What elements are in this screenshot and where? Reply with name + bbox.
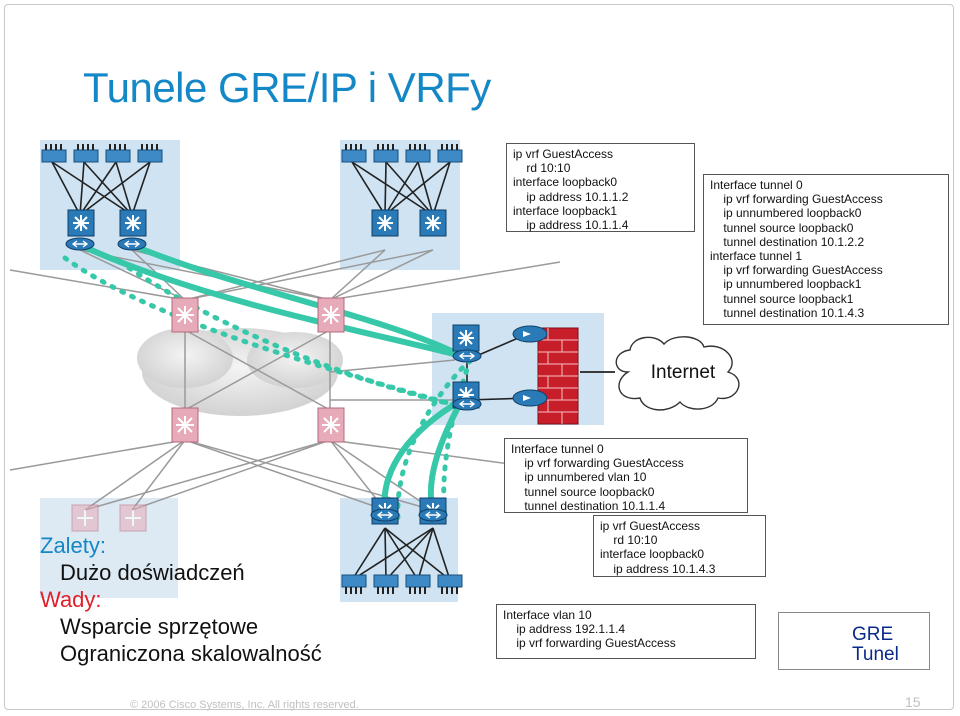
config-line: tunnel source loopback1 [710,291,854,306]
distribution-config-box: ip vrf GuestAccess rd 10:10 interface lo… [506,143,695,232]
config-line: tunnel source loopback0 [710,220,854,235]
pros-cons-list: Zalety: Dużo doświadczeń Wady: Wsparcie … [40,532,322,667]
config-line: Interface tunnel 0 [511,442,604,456]
config-line: ip vrf GuestAccess [513,147,614,161]
config-line: ip unnumbered vlan 10 [511,470,647,485]
headend-config-box: Interface tunnel 0 ip vrf forwarding Gue… [703,174,949,325]
config-line: interface loopback0 [600,547,705,562]
access-vlan-config-box: Interface vlan 10 ip address 192.1.1.4 i… [496,604,756,659]
internet-cloud [615,336,740,411]
config-line: interface tunnel 1 [710,249,803,264]
access-tunnel-config-box: Interface tunnel 0 ip vrf forwarding Gue… [504,438,748,513]
access-panel-left [40,498,178,598]
routers [65,237,482,522]
firewall [537,327,579,425]
config-line: ip unnumbered loopback1 [710,277,862,292]
config-line: ip address 10.1.4.3 [600,561,716,576]
config-line: ip vrf forwarding GuestAccess [710,263,883,278]
copyright-footer: © 2006 Cisco Systems, Inc. All rights re… [130,699,359,711]
internet-label-wrap: Internet [613,336,753,408]
access-switches-bottom [341,574,463,594]
legend-label: GRE Tunel [852,625,899,665]
config-line: ip unnumbered loopback0 [710,206,862,221]
slide-frame [4,4,954,710]
access-vrf-config-box: ip vrf GuestAccess rd 10:10 interface lo… [593,515,766,577]
slide-title: Tunele GRE/IP i VRFy [83,64,491,111]
config-line: tunnel destination 10.1.4.3 [710,305,865,320]
config-line: ip vrf forwarding GuestAccess [511,456,684,471]
config-line: Interface tunnel 0 [710,178,803,192]
pros-item: Dużo doświadczeń [60,560,245,585]
config-line: Interface vlan 10 [503,608,592,622]
gre-tunnels-dotted [62,255,473,523]
config-line: rd 10:10 [600,533,658,548]
config-line: ip vrf GuestAccess [600,519,701,533]
internet-label: Internet [650,362,716,383]
cons-heading: Wady: [40,587,102,612]
legend-label-line: GRE [852,624,894,645]
legend-label-line: Tunel [852,644,899,665]
cons-item: Wsparcie sprzętowe [60,614,259,639]
config-line: ip vrf forwarding GuestAccess [710,192,883,207]
pros-heading: Zalety: [40,533,107,558]
edge-routers [512,325,548,407]
config-line: ip vrf forwarding GuestAccess [503,636,676,651]
config-line: rd 10:10 [513,161,571,176]
config-line: tunnel source loopback0 [511,484,655,499]
legend-box: GRE Tunel [778,612,930,670]
config-line: tunnel destination 10.1.1.4 [511,498,666,513]
access-switches-top [41,144,463,163]
access-uplinks-top [51,161,451,216]
config-line: ip address 192.1.1.4 [503,622,626,637]
config-line: ip address 10.1.1.4 [513,218,629,233]
config-line: tunnel destination 10.1.2.2 [710,234,865,249]
config-line: interface loopback0 [513,175,618,190]
config-line: interface loopback1 [513,203,618,218]
cons-item: Ograniczona skalowalność [60,641,322,666]
page-number: 15 [905,694,921,710]
config-line: ip address 10.1.1.2 [513,189,629,204]
core-switches [71,297,345,532]
